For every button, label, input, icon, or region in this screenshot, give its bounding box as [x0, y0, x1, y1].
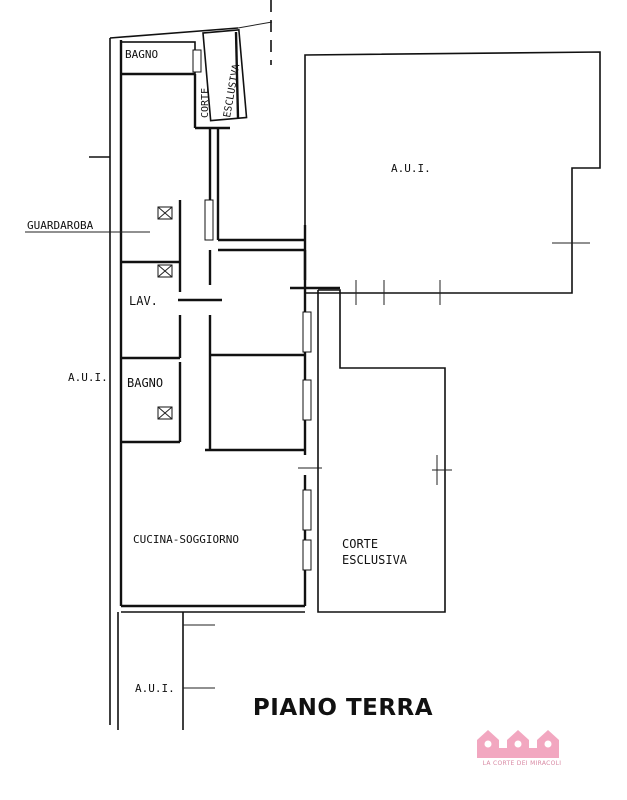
logo-window-3: [544, 740, 552, 748]
label-guardaroba: GUARDAROBA: [27, 219, 94, 232]
logo-mark: [477, 730, 559, 758]
corridor-door-a: [204, 199, 214, 241]
logo-base: [477, 748, 559, 758]
aui-right-outline: [304, 51, 601, 294]
label-corte-main-2: ESCLUSIVA: [342, 553, 408, 567]
label-aui-bottom: A.U.I.: [135, 682, 175, 695]
window-e4: [302, 539, 312, 571]
label-corte-main-1: CORTE: [342, 537, 378, 551]
corte-main-outline: [317, 289, 446, 613]
corte-small-east: [234, 31, 240, 119]
plan-title: PIANO TERRA: [252, 695, 434, 721]
label-lav: LAV.: [129, 294, 158, 308]
bagno-top-window: [192, 49, 202, 73]
vent-cross-f: [157, 406, 173, 420]
north-boundary: [109, 27, 239, 39]
logo-text: LA CORTE DEI MIRACOLI: [482, 760, 562, 767]
logo-window-1: [484, 740, 492, 748]
window-e3: [302, 489, 312, 531]
label-corte-top-1: CORTE: [200, 88, 211, 118]
label-aui-left: A.U.I.: [68, 371, 108, 384]
label-bagno-top: BAGNO: [125, 48, 158, 61]
window-e1: [302, 311, 312, 353]
label-cucina-soggiorno: CUCINA-SOGGIORNO: [133, 533, 239, 546]
logo-window-2: [514, 740, 522, 748]
window-e2: [302, 379, 312, 421]
corte-small-outline: [202, 28, 248, 122]
vent-cross-b: [157, 206, 173, 220]
label-bagno-mid: BAGNO: [127, 376, 163, 390]
label-aui-right: A.U.I.: [391, 162, 431, 175]
vent-cross-d: [157, 264, 173, 278]
label-corte-top-2: ESCLUSIVA: [222, 63, 242, 118]
north-boundary-extension: [237, 21, 273, 29]
